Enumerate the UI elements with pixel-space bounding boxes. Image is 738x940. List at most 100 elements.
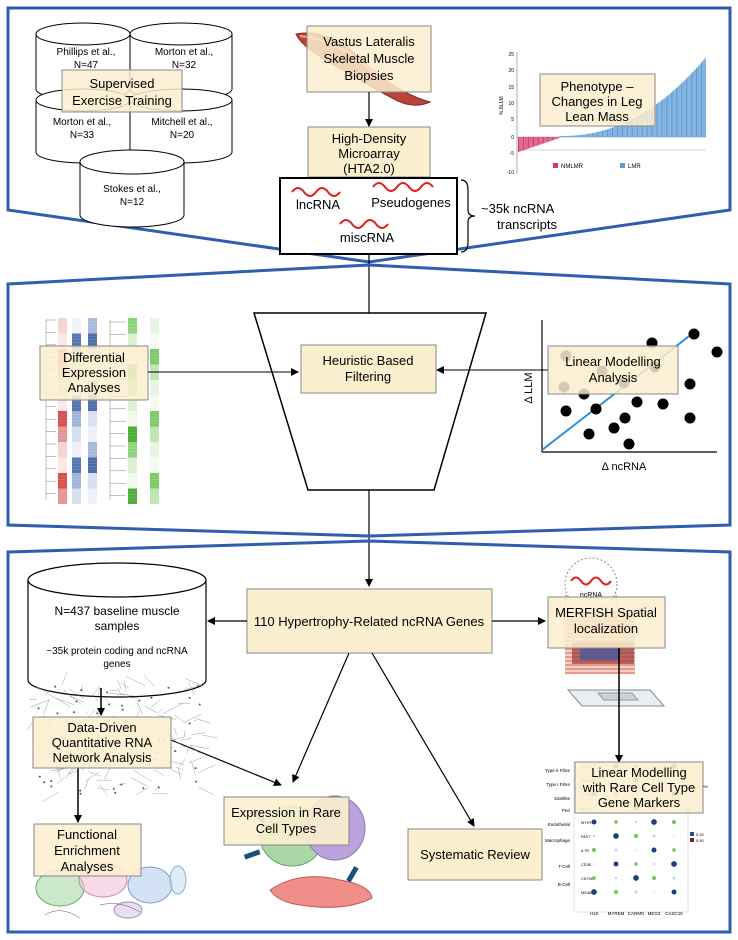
- waterfall-bar: [677, 86, 679, 137]
- network-node: [112, 787, 115, 790]
- lm-rare-box: [574, 761, 704, 814]
- dotplot-dot: [613, 833, 619, 839]
- cohort-stokes-name: Stokes et al.,: [103, 184, 161, 195]
- heatmap-cell: [150, 327, 159, 331]
- phenotype-line-1: Phenotype –: [560, 79, 634, 94]
- heatmap-cell: [72, 429, 81, 433]
- ytick-10: 10: [508, 101, 514, 107]
- cohort-morton-a-n: N=32: [172, 60, 197, 71]
- heatmap-cell: [88, 330, 97, 334]
- waterfall-bar: [554, 137, 556, 140]
- scatter-point: [684, 412, 696, 424]
- waterfall-bar: [629, 120, 631, 137]
- heatmap-cell: [88, 401, 97, 405]
- heatmap-cell: [58, 454, 67, 458]
- heatmap-cell: [150, 380, 159, 384]
- heatmap-cell: [150, 494, 159, 498]
- scatter-point: [560, 405, 572, 417]
- network-edge: [85, 771, 100, 782]
- scatter-point: [619, 412, 631, 424]
- dotplot-dot: [672, 876, 676, 880]
- scatter-point: [657, 398, 669, 410]
- heatmap-cell: [58, 451, 67, 455]
- heatmap-cell: [58, 497, 67, 501]
- network-node: [72, 711, 75, 714]
- dotplot-gene-label: CD3E: [581, 863, 592, 867]
- heatmap-cell: [150, 488, 159, 492]
- waterfall-bar: [595, 132, 597, 137]
- heatmap-cell: [128, 454, 137, 458]
- ytick-5: 5: [511, 117, 514, 123]
- network-node: [198, 703, 201, 706]
- dotplot-row-label: Peri: [562, 808, 570, 813]
- waterfall-bars: [518, 58, 706, 152]
- waterfall-bar: [574, 135, 576, 137]
- waterfall-bar: [569, 135, 571, 137]
- network-node: [121, 708, 124, 711]
- heatmap-cell: [128, 423, 137, 427]
- baseline-line-2: samples: [95, 619, 140, 633]
- heatmap-cell: [128, 497, 137, 501]
- dotplot-dot: [653, 891, 655, 893]
- rare-line-1: Expression in Rare: [231, 805, 341, 820]
- waterfall-bar: [590, 133, 592, 137]
- network-edge: [121, 683, 129, 688]
- lncrna-label: lncRNA: [296, 197, 340, 212]
- waterfall-bar: [521, 137, 523, 151]
- network-edge: [61, 672, 68, 686]
- dotplot-row-label: Type II Fibre: [545, 768, 571, 773]
- heatmap-cell: [128, 336, 137, 340]
- panel-3-frame: [6, 539, 732, 934]
- transcripts-line-1: ~35k ncRNA: [481, 201, 555, 216]
- waterfall-bar: [585, 134, 587, 137]
- baseline-line-3: ~35k protein coding and ncRNA: [46, 646, 188, 657]
- waterfall-bar: [697, 66, 699, 137]
- network-edge: [118, 783, 126, 785]
- network-node: [37, 707, 40, 710]
- heatmap-cell: [72, 457, 81, 461]
- waterfall-bar: [545, 137, 547, 143]
- dotplot-dot: [634, 890, 638, 894]
- heatmap-cell: [150, 392, 159, 396]
- heatmap-cell: [72, 417, 81, 421]
- heatmap-cell: [58, 336, 67, 340]
- waterfall-bar: [637, 116, 639, 137]
- network-edge: [84, 778, 89, 790]
- waterfall-bar: [584, 134, 586, 137]
- waterfall-bar: [682, 82, 684, 137]
- network-node: [43, 781, 46, 784]
- filter-line-1: Heuristic Based: [322, 353, 413, 368]
- heatmap-cell: [58, 457, 67, 461]
- waterfall-bar: [679, 84, 681, 137]
- heatmap-cell: [150, 479, 159, 483]
- heatmap-cell: [150, 485, 159, 489]
- heatmap-cell: [72, 479, 81, 483]
- ytick-25: 25: [508, 52, 514, 58]
- waterfall-bar: [540, 137, 542, 145]
- network-edge: [80, 684, 83, 692]
- heatmap-cell: [150, 395, 159, 399]
- waterfall-bar: [704, 58, 706, 137]
- rare-line-2: Cell Types: [256, 821, 317, 836]
- dotplot-col-label: CARMN: [628, 911, 645, 916]
- heatmap-cell: [150, 448, 159, 452]
- arrow-genes-to-review: [371, 652, 475, 827]
- arrow-network-to-rare: [170, 739, 282, 787]
- phenotype-line-2: Changes in Leg: [551, 94, 642, 109]
- waterfall-bar: [541, 137, 543, 144]
- waterfall-bar: [530, 137, 532, 148]
- merfish-box: [547, 596, 666, 649]
- heatmap-cell: [58, 473, 67, 477]
- network-edge: [187, 745, 189, 754]
- network-edge: [178, 767, 182, 781]
- network-edge: [189, 744, 210, 750]
- phenotype-ylabel: % ΔLLM: [499, 96, 505, 115]
- waterfall-bar: [549, 137, 551, 142]
- network-edge: [136, 701, 143, 715]
- heatmap-cell: [72, 442, 81, 446]
- waterfall-bar: [605, 129, 607, 137]
- dotplot-dot: [672, 848, 676, 852]
- network-edge: [98, 687, 100, 695]
- heatmap-cell: [58, 342, 67, 346]
- microarray-line-3: (HTA2.0): [343, 161, 395, 176]
